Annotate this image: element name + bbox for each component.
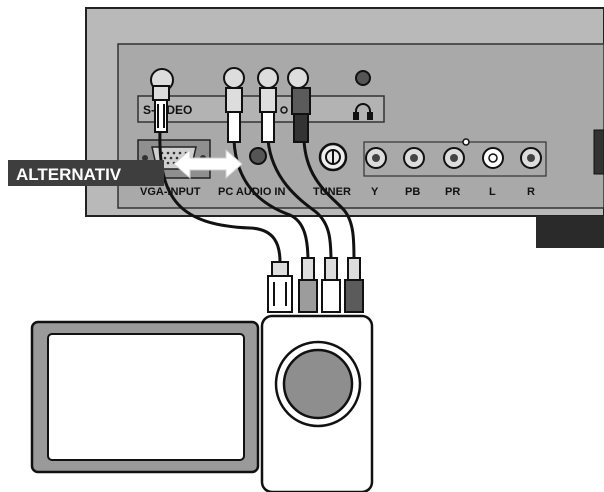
alternativ-callout: ALTERNATIV <box>8 148 243 186</box>
headphone-jack <box>355 70 371 86</box>
double-arrow-icon <box>173 148 243 180</box>
pr-jack <box>443 147 465 169</box>
camcorder-lcd <box>30 320 260 474</box>
component-jacks <box>365 138 542 169</box>
audio-cable-3 <box>302 138 356 264</box>
camcorder <box>260 314 374 492</box>
lcd-screen <box>47 333 245 461</box>
device-audio-plug-3 <box>344 257 364 313</box>
audio-plug-2 <box>259 87 277 143</box>
l-label: L <box>489 186 496 198</box>
device-audio-plug-2 <box>321 257 341 313</box>
audio-plug-1 <box>225 87 243 143</box>
camcorder-lens <box>282 348 354 420</box>
device-audio-plug-1 <box>298 257 318 313</box>
device-plugs <box>267 257 364 313</box>
y-label: Y <box>371 186 379 198</box>
audio-cable-1 <box>232 138 310 264</box>
pb-label: PB <box>405 186 420 198</box>
alternativ-box <box>8 160 164 186</box>
alternativ-label: ALTERNATIV <box>16 165 122 184</box>
y-jack <box>365 147 387 169</box>
pb-jack <box>403 147 425 169</box>
component-marker-dot <box>462 138 470 146</box>
small-dot-marker <box>280 106 288 114</box>
pc-audio-in-jack <box>249 147 267 165</box>
tv-panel-side-tab <box>593 129 604 175</box>
device-svideo-plug <box>267 261 293 313</box>
pr-label: PR <box>445 186 460 198</box>
audio-jack-2 <box>257 67 279 89</box>
audio-plug-3 <box>291 87 311 143</box>
panel-plugs <box>152 85 311 143</box>
tuner-connector <box>318 142 348 172</box>
audio-cable-2 <box>266 138 333 264</box>
svideo-plug <box>152 85 170 133</box>
tv-panel-inset <box>117 43 604 209</box>
audio-jack-3 <box>287 67 309 89</box>
tv-panel-base <box>536 216 604 248</box>
r-label: R <box>527 186 535 198</box>
audio-jack-1 <box>223 67 245 89</box>
r-jack <box>520 147 542 169</box>
headphone-icon <box>353 103 373 120</box>
l-jack <box>482 147 504 169</box>
